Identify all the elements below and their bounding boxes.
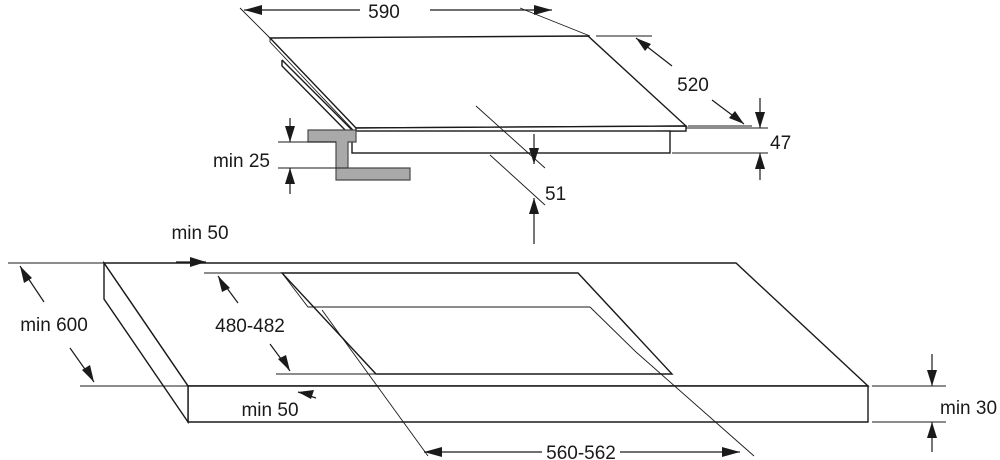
label-worktop-depth: min 600 — [20, 315, 88, 336]
hob-body — [281, 59, 353, 138]
dim-hob-depth: 520 — [596, 35, 752, 127]
dim-cutout-width: 560-562 — [321, 309, 755, 460]
dim-cutout-depth: 480-482 — [204, 272, 376, 375]
worktop-cutout — [280, 272, 674, 375]
label-thickness: min 30 — [940, 398, 997, 419]
dim-worktop-depth: min 600 — [8, 262, 188, 387]
label-front-edge: min 50 — [171, 223, 228, 244]
dim-hob-width: 590 — [239, 2, 591, 39]
worktop-side — [103, 260, 189, 425]
dim-worktop-thickness: min 30 — [872, 354, 997, 452]
dim-clearance: 51 — [475, 105, 566, 244]
label-cutout-width: 560-562 — [546, 443, 616, 460]
hob-body-box — [351, 130, 671, 154]
label-hob-height: 47 — [770, 133, 791, 154]
hob-drawing: 590 520 47 — [213, 2, 791, 244]
label-cutout-depth: 480-482 — [215, 316, 285, 337]
hob-glass-top — [268, 35, 688, 129]
dim-hob-height: 47 — [672, 98, 791, 180]
label-hob-width: 590 — [368, 2, 400, 23]
dim-bracket: min 25 — [213, 118, 348, 194]
label-clearance: 51 — [545, 184, 566, 205]
worktop-drawing: min 50 min 600 480-482 min 50 — [8, 223, 997, 460]
label-side-edge: min 50 — [241, 400, 298, 421]
hob-glass-edge-side — [269, 41, 357, 134]
cutout-inner-edge — [281, 272, 637, 353]
label-bracket: min 25 — [213, 151, 270, 172]
dim-worktop-side-edge: min 50 — [241, 390, 317, 421]
label-hob-depth: 520 — [677, 75, 709, 96]
